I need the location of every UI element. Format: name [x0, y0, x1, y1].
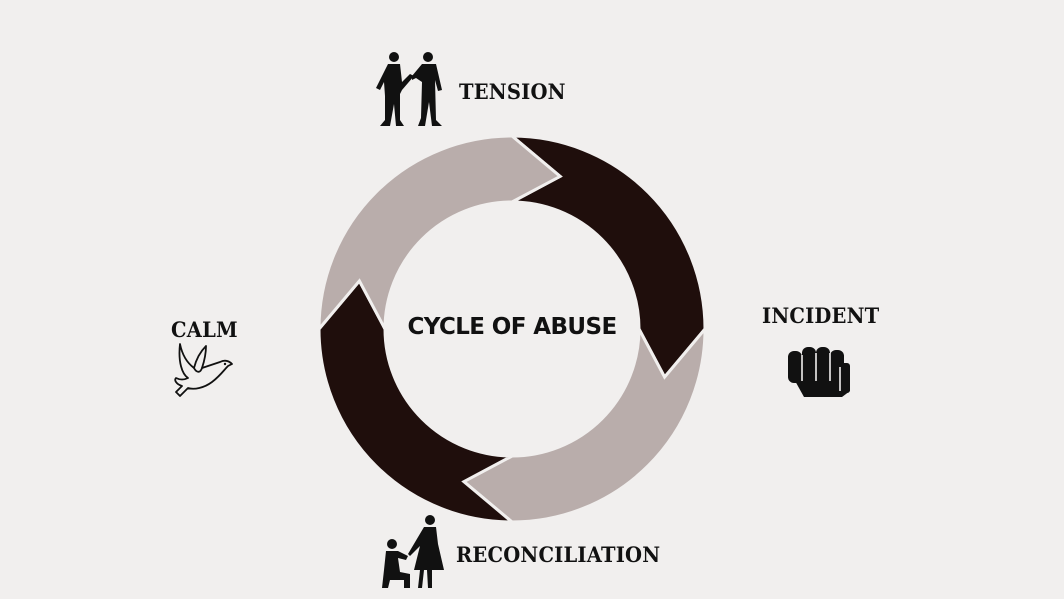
- segment-calm: [317, 134, 563, 334]
- diagram-title: CYCLE OF ABUSE: [407, 314, 617, 340]
- stage-label-calm: CALM: [171, 317, 238, 342]
- stage-label-incident: INCIDENT: [762, 303, 880, 328]
- kneeling-person-icon: [382, 515, 444, 588]
- fist-icon: [788, 347, 850, 397]
- arguing-people-icon: [376, 52, 442, 126]
- stage-label-tension: TENSION: [459, 79, 566, 104]
- dove-icon: [174, 343, 233, 397]
- stage-label-reconciliation: RECONCILIATION: [456, 542, 661, 567]
